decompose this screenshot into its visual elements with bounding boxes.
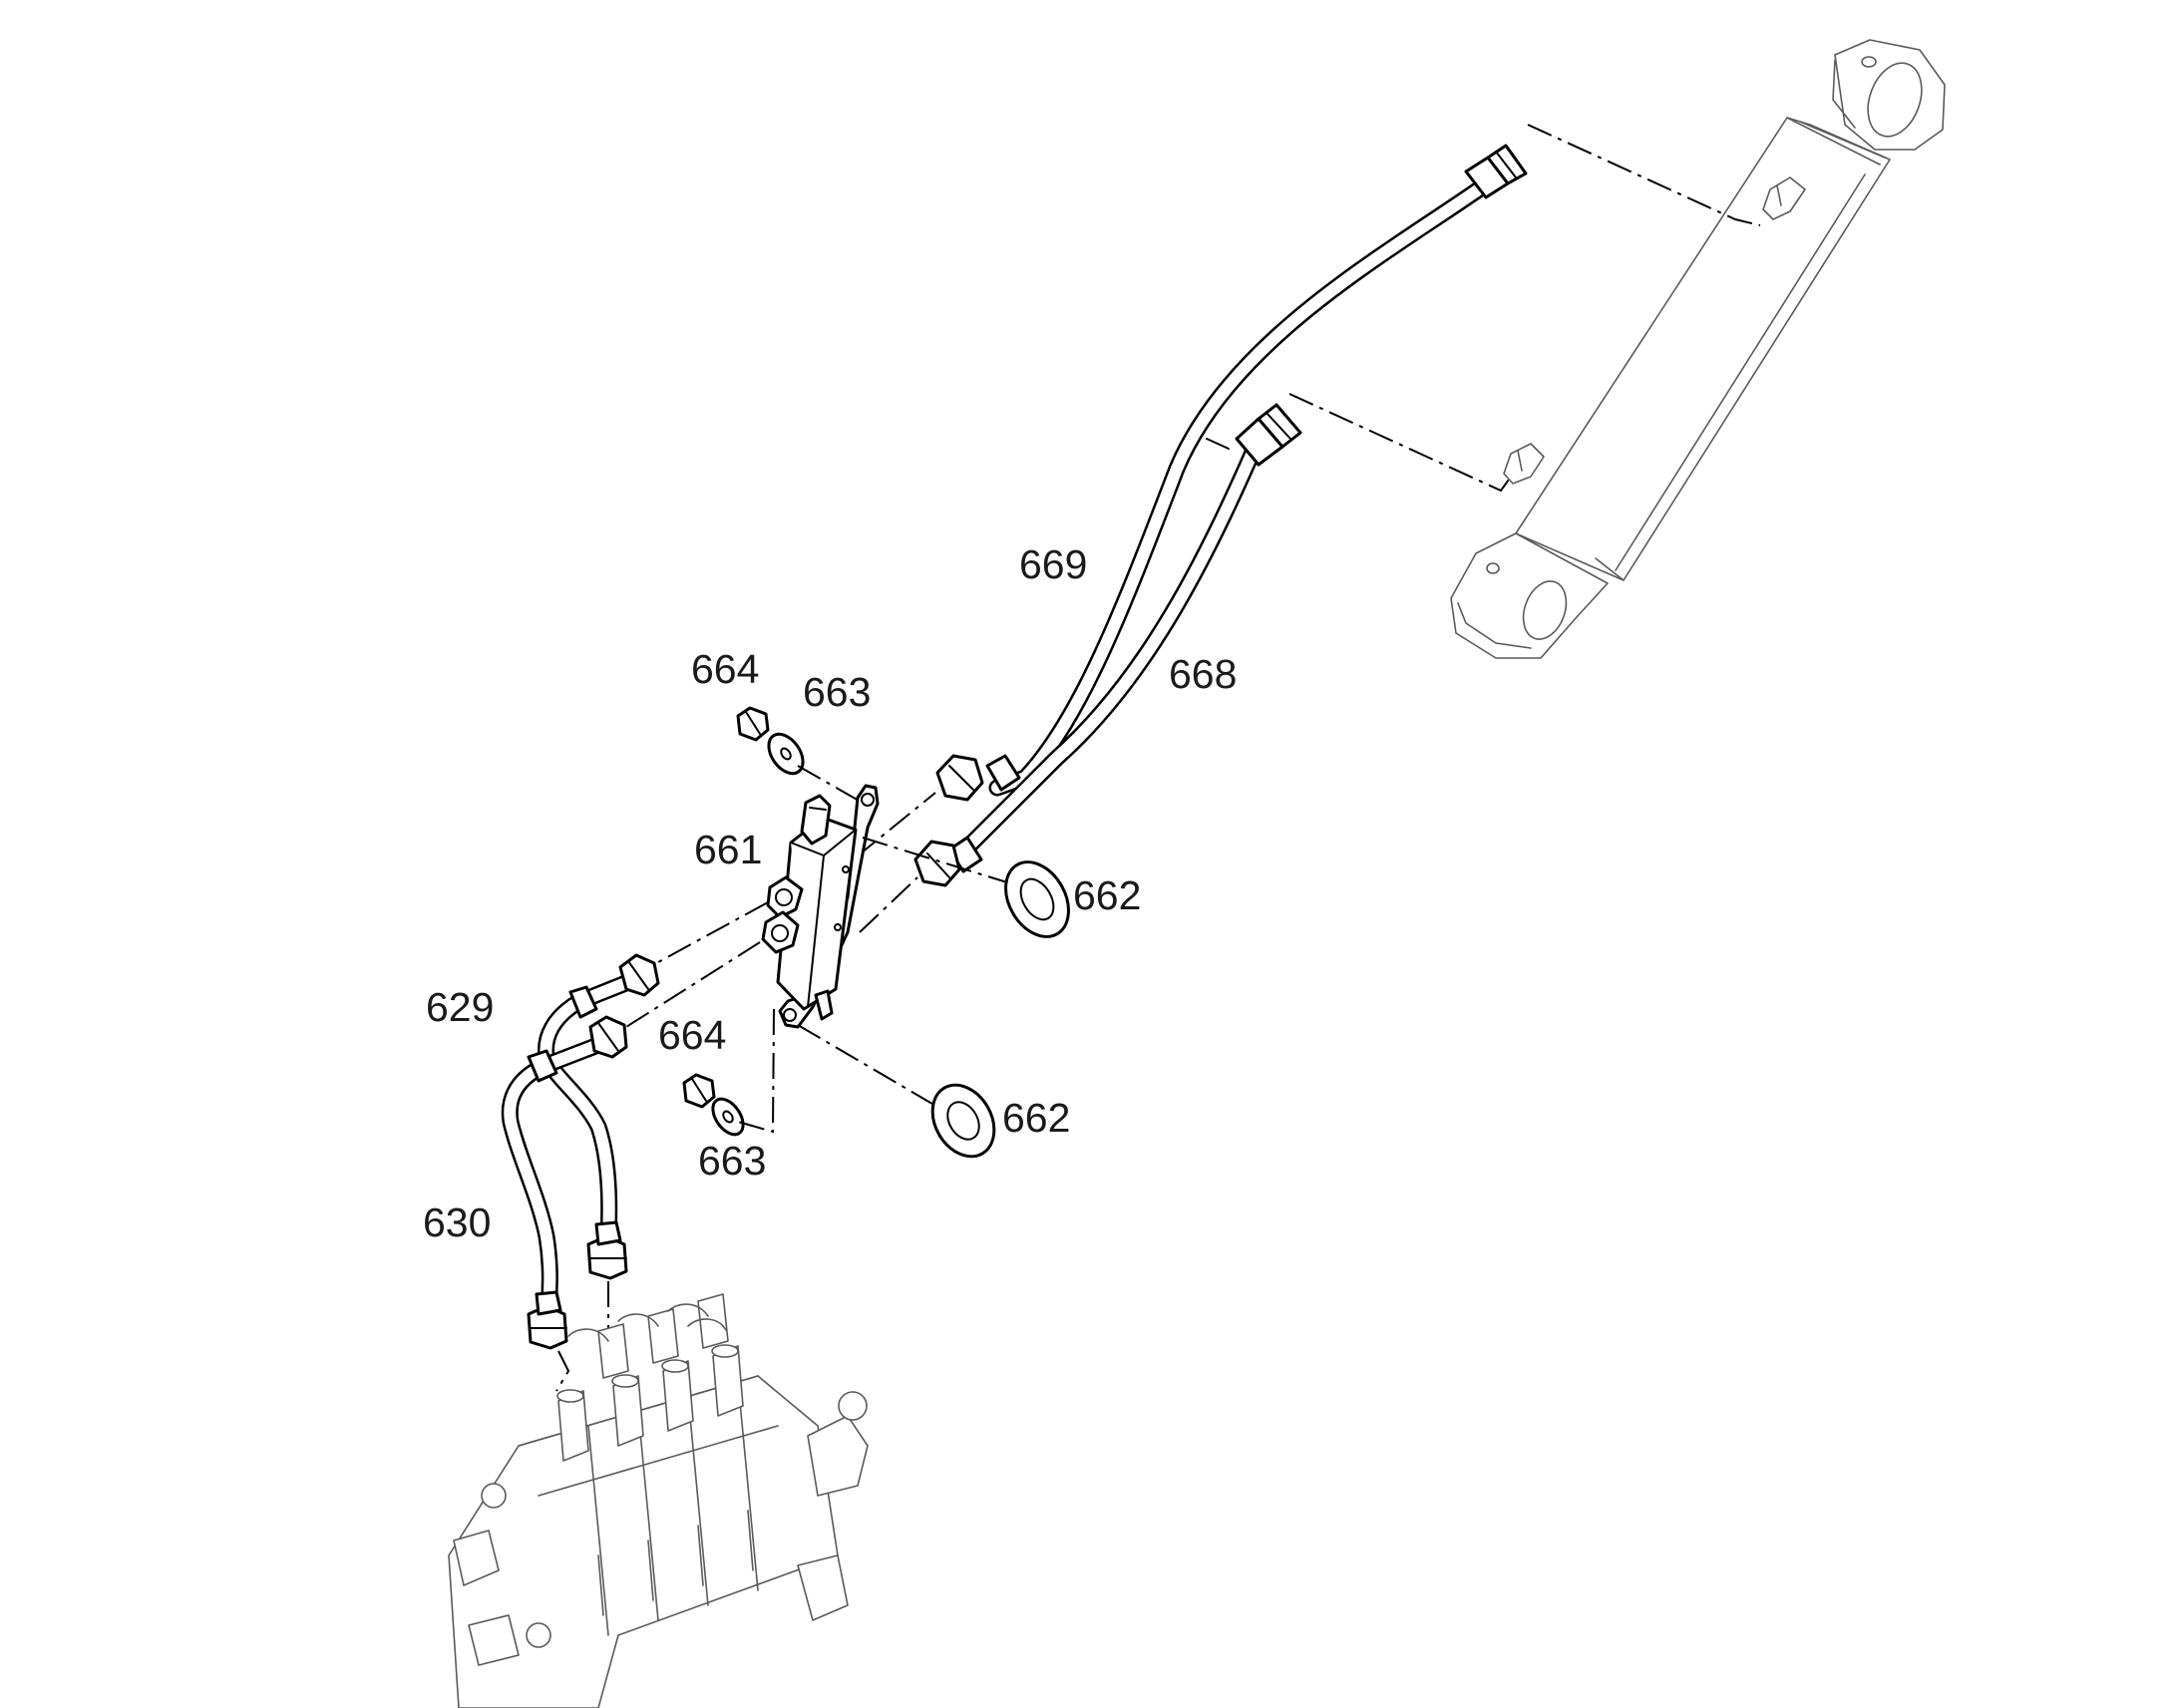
callout-663-upper: 663 [803, 669, 871, 715]
hose-668 [948, 403, 1302, 866]
washer-662-upper [1004, 860, 1070, 938]
callout-664-upper: 664 [691, 646, 759, 692]
washer-663-upper [767, 732, 805, 776]
callout-668: 668 [1169, 651, 1237, 697]
washer-663-lower [711, 1097, 745, 1137]
nut-664-lower [682, 1073, 716, 1109]
leader-washer-662-lower [797, 1024, 938, 1108]
callout-669: 669 [1019, 541, 1087, 587]
callout-662-lower: 662 [1002, 1095, 1070, 1141]
hose-669-lower-fitting [935, 754, 1021, 802]
leader-valve-to-669 [855, 792, 936, 858]
callout-630: 630 [423, 1199, 491, 1245]
leader-cylinder-rod-port [1527, 124, 1761, 226]
leader-valve-to-629 [657, 901, 769, 963]
leader-tube-630-to-valve [555, 1350, 570, 1392]
control-valve-bank [448, 1293, 869, 1708]
callout-664-lower: 664 [658, 1012, 726, 1058]
leader-washer-662-upper [862, 837, 1008, 883]
callout-662-upper: 662 [1073, 872, 1141, 918]
tube-629 [538, 953, 660, 1280]
hose-669 [988, 144, 1528, 797]
leader-valve-to-630 [617, 941, 761, 1033]
valve-block-661 [761, 784, 880, 1029]
leader-upper-mount [797, 765, 869, 807]
hose-668-lower-fitting [913, 836, 983, 887]
leader-lower-mount [737, 1008, 775, 1134]
callout-629: 629 [426, 984, 494, 1030]
tube-630 [501, 1015, 628, 1350]
callout-661: 661 [694, 827, 762, 872]
callout-663-lower: 663 [698, 1138, 766, 1184]
hydraulic-cylinder [1450, 39, 1946, 659]
leader-cylinder-cap-port [1288, 393, 1512, 493]
washer-662-lower [930, 1083, 996, 1159]
leader-valve-to-668 [859, 876, 918, 933]
nut-664-upper [736, 706, 770, 742]
